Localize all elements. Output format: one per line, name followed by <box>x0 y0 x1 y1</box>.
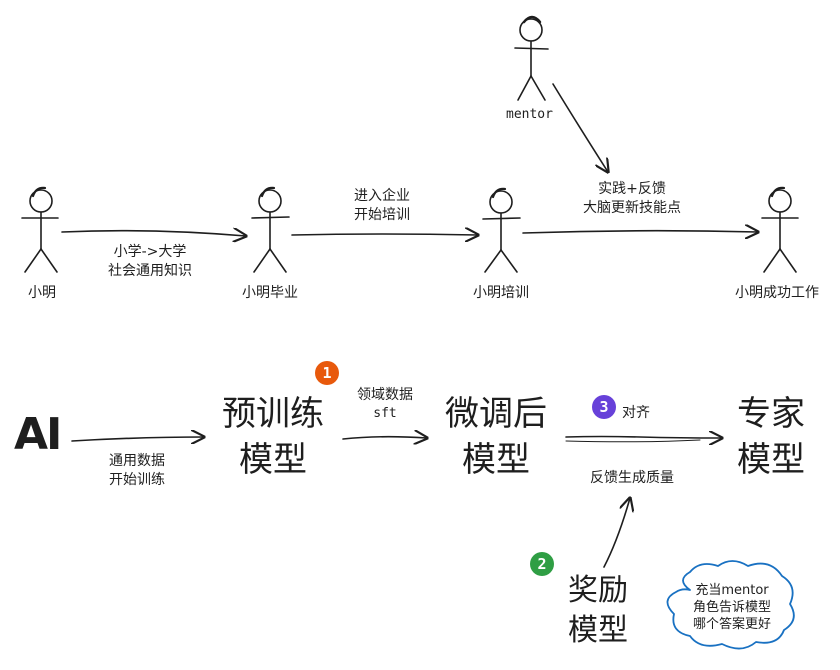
edge-practice-line1: 实践+反馈 <box>598 181 666 197</box>
person-xiaoming <box>21 186 59 273</box>
expert-model-line1: 专家 <box>737 394 805 434</box>
ai-label: AI <box>14 409 62 460</box>
person-label-success: 小明成功工作 <box>735 285 819 301</box>
cloud-shape <box>666 560 795 650</box>
align-label: 对齐 <box>622 405 650 421</box>
cloud-text-line2: 角色告诉模型 <box>692 600 772 615</box>
person-graduated <box>251 186 290 273</box>
arrow-align-bottom <box>565 439 701 443</box>
cloud-text-line3: 哪个答案更好 <box>692 617 772 632</box>
pretrain-model-line1: 预训练 <box>222 394 324 434</box>
arrow-general-data <box>71 437 204 441</box>
badge-1: 1 <box>315 361 339 385</box>
pretrain-model-line2: 模型 <box>239 440 307 480</box>
reward-model-line1: 奖励 <box>568 573 628 608</box>
edge-general-data-line2: 开始训练 <box>109 472 165 488</box>
reward-model-line2: 模型 <box>568 613 628 648</box>
arrow-reward <box>603 498 630 568</box>
badge-2: 2 <box>530 552 554 576</box>
arrow-practice <box>522 231 758 233</box>
arrow-enterprise <box>291 234 478 235</box>
edge-practice-line2: 大脑更新技能点 <box>583 200 681 216</box>
edge-school-line2: 社会通用知识 <box>108 263 192 279</box>
person-label-xiaoming: 小明 <box>28 285 56 301</box>
arrow-mentor <box>552 83 608 172</box>
finetune-model-line1: 微调后 <box>445 394 547 434</box>
badge-3: 3 <box>592 395 616 419</box>
edge-school-line1: 小学->大学 <box>113 244 187 260</box>
person-training <box>482 187 521 273</box>
edge-general-data-line1: 通用数据 <box>109 453 165 469</box>
feedback-label: 反馈生成质量 <box>590 470 674 486</box>
edge-enterprise-line1: 进入企业 <box>354 188 410 204</box>
person-success <box>761 186 799 273</box>
mentor-figure <box>514 15 549 101</box>
edge-enterprise-line2: 开始培训 <box>354 207 410 223</box>
arrow-school <box>61 231 246 236</box>
edge-sft-line1: 领域数据 <box>357 387 413 403</box>
edge-sft-line2: sft <box>373 406 397 421</box>
expert-model-line2: 模型 <box>737 440 805 480</box>
arrow-align <box>565 437 722 439</box>
finetune-model-line2: 模型 <box>462 440 530 480</box>
person-label-graduated: 小明毕业 <box>242 285 298 301</box>
arrow-sft <box>342 437 427 439</box>
person-label-training: 小明培训 <box>473 285 529 301</box>
cloud-text-line1: 充当mentor <box>695 583 769 598</box>
mentor-label: mentor <box>506 107 553 122</box>
